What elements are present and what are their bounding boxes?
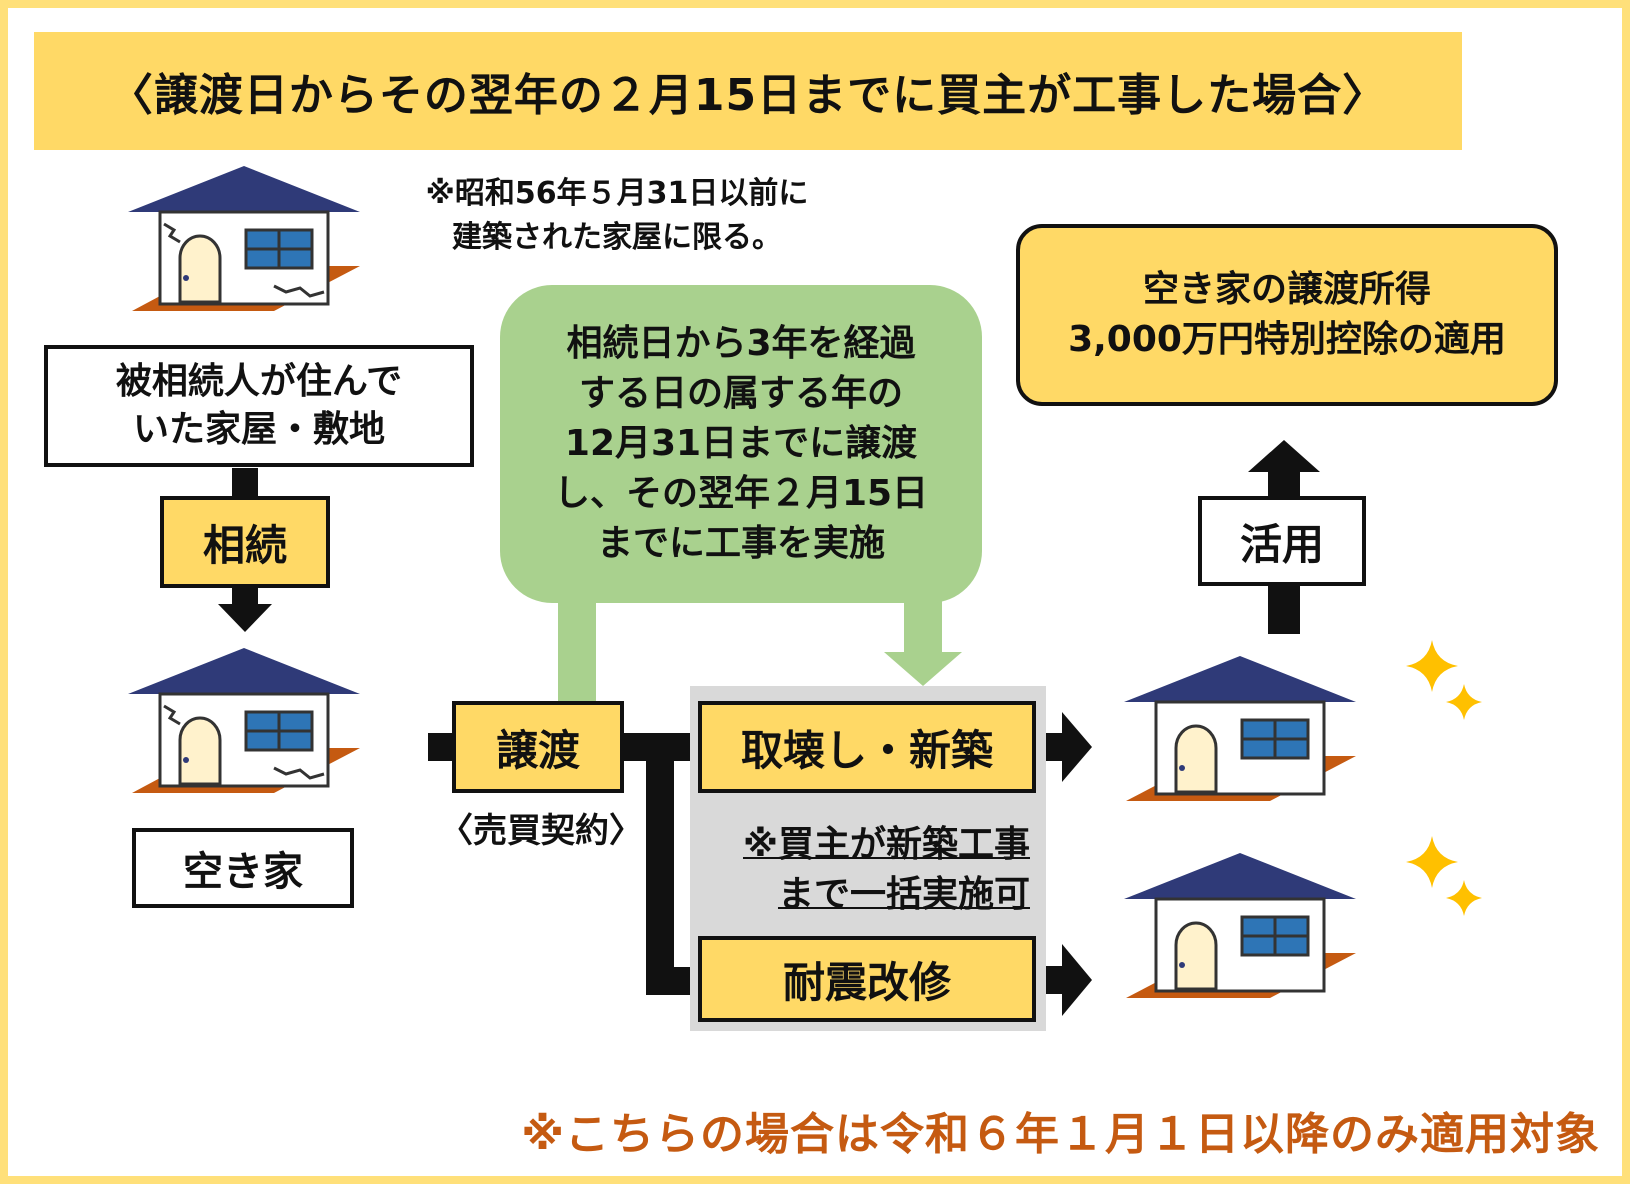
inheritance-label: 相続 [202,520,287,570]
seismic-retrofit-label: 耐震改修 [782,957,951,1007]
special-deduction-line2: 3,000万円特別控除の適用 [1068,319,1506,360]
pre-1981-note-line2: 建築された家屋に限る。 [452,220,782,255]
condition-line5: までに工事を実施 [596,523,885,564]
page-title: 〈譲渡日からその翌年の２月15日までに買主が工事した場合〉 [108,70,1388,121]
transfer-label: 譲渡 [495,725,580,775]
condition-bubble: 相続日から3年を経過 する日の属する年の 12月31日までに譲渡 し、その翌年２… [500,285,982,603]
connector-line [232,468,258,496]
condition-line1: 相続日から3年を経過 [566,323,916,364]
buyer-note-line1: ※買主が新築工事 [743,824,1030,865]
seismic-retrofit-box: 耐震改修 [698,936,1036,1022]
down-arrow-icon [218,604,272,632]
utilization-box: 活用 [1198,496,1366,586]
connector-line [232,588,258,606]
transfer-box: 譲渡 [452,701,624,793]
connector-line [646,733,674,995]
inheritance-box: 相続 [160,496,330,588]
bubble-leg [904,600,942,654]
condition-line3: 12月31日までに譲渡 [564,423,918,464]
special-deduction-box: 空き家の譲渡所得 3,000万円特別控除の適用 [1016,224,1558,406]
sparkle-icon [1406,836,1482,916]
decedent-home-line2: いた家屋・敷地 [132,409,385,450]
bubble-leg [558,600,596,701]
old-house-top-icon [126,164,362,313]
special-deduction-line1: 空き家の譲渡所得 [1142,269,1431,310]
buyer-note-line2: まで一括実施可 [777,874,1030,915]
vacant-house-box: 空き家 [132,828,354,908]
demolish-rebuild-box: 取壊し・新築 [698,701,1036,793]
demolish-rebuild-label: 取壊し・新築 [740,725,993,775]
up-arrow-icon [1248,440,1320,472]
right-arrow-icon [1062,944,1092,1016]
decedent-home-box: 被相続人が住んで いた家屋・敷地 [44,345,474,467]
sparkle-icon [1406,640,1482,720]
connector-line [1268,470,1300,498]
applicability-footnote: ※こちらの場合は令和６年１月１日以降のみ適用対象 [521,1109,1600,1160]
connector-line [428,733,454,761]
title-banner: 〈譲渡日からその翌年の２月15日までに買主が工事した場合〉 [34,32,1462,150]
right-arrow-icon [1062,712,1092,782]
buyer-note: ※買主が新築工事 まで一括実施可 [700,820,1030,920]
bubble-arrow-icon [884,652,962,686]
utilization-label: 活用 [1239,519,1324,569]
new-house-top-icon [1122,654,1358,803]
vacant-house-label: 空き家 [183,849,303,895]
pre-1981-note-line1: ※昭和56年５月31日以前に [425,176,809,211]
connector-line [1268,586,1300,634]
new-house-bottom-icon [1122,851,1358,1000]
sales-contract-label: 〈売買契約〉 [439,811,643,851]
pre-1981-note: ※昭和56年５月31日以前に 建築された家屋に限る。 [382,172,852,260]
old-house-middle-icon [126,646,362,795]
condition-line4: し、その翌年２月15日 [553,473,929,514]
decedent-home-line1: 被相続人が住んで [115,361,403,402]
condition-line2: する日の属する年の [578,373,903,414]
